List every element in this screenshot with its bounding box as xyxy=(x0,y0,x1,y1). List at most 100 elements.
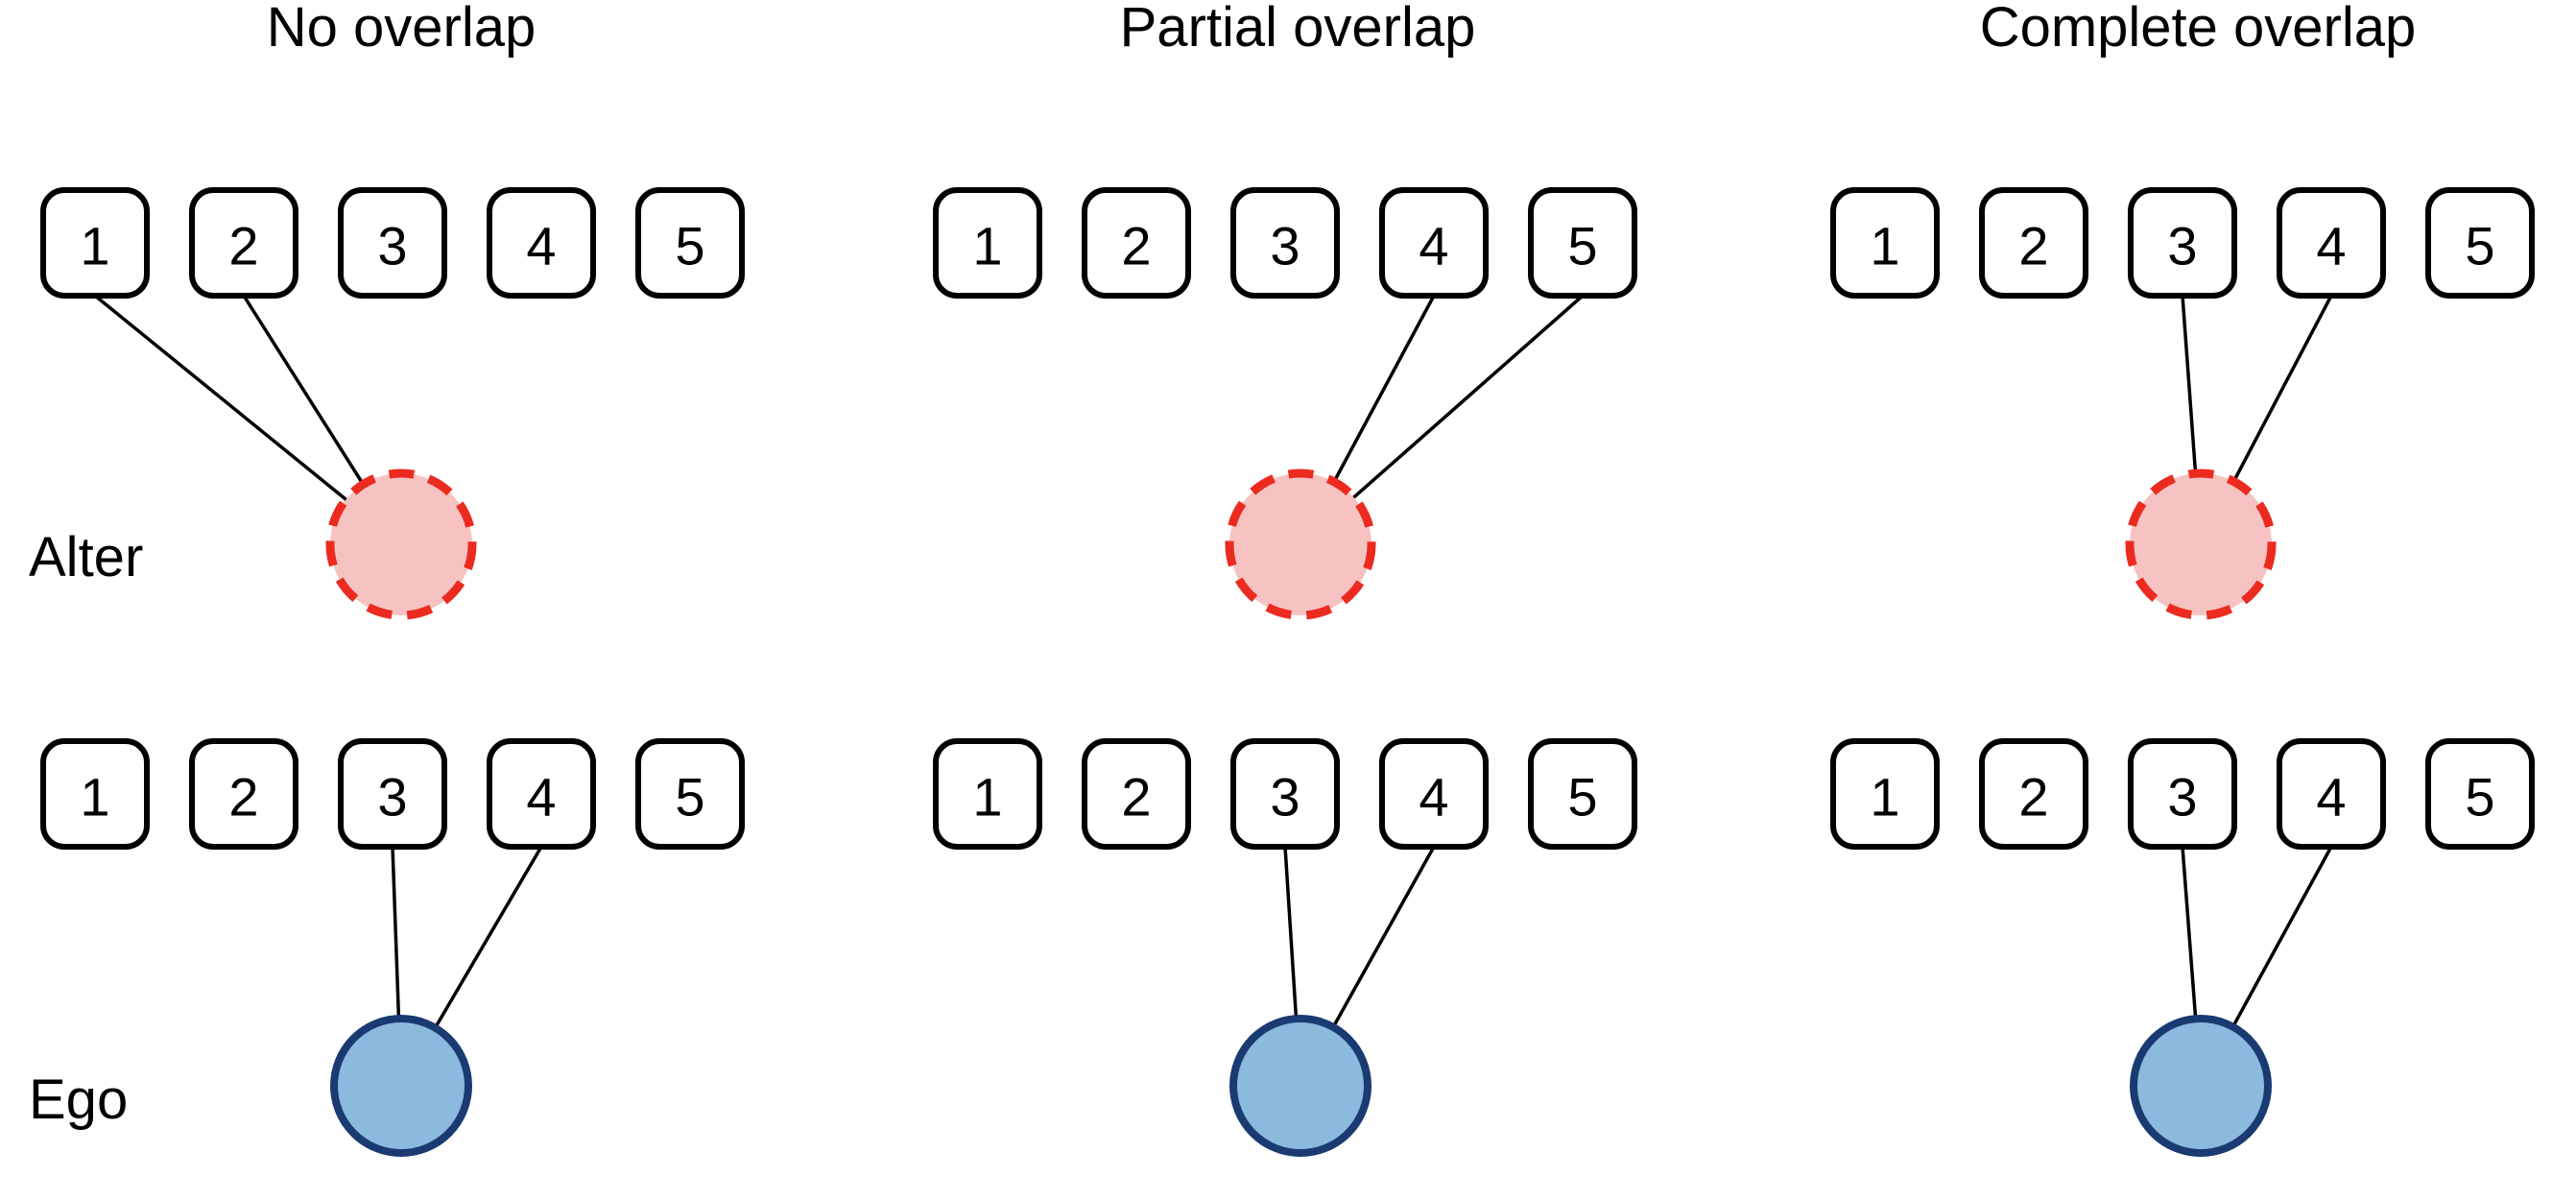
panel-title-complete-overlap: Complete overlap xyxy=(1980,0,2417,59)
box-1-ego-complete-overlap[interactable]: 1 xyxy=(1830,738,1940,850)
box-rect[interactable] xyxy=(1230,187,1340,299)
box-label: 3 xyxy=(377,767,407,828)
box-rect[interactable] xyxy=(2128,738,2237,850)
box-rect[interactable] xyxy=(2425,738,2535,850)
box-4-ego-complete-overlap[interactable]: 4 xyxy=(2277,738,2386,850)
box-rect[interactable] xyxy=(1082,187,1191,299)
edge-box5-to-alter xyxy=(1350,294,1585,500)
box-5-alter-no-overlap[interactable]: 5 xyxy=(635,187,745,299)
box-label: 1 xyxy=(972,767,1002,828)
box-2-ego-no-overlap[interactable]: 2 xyxy=(189,738,298,850)
box-rect[interactable] xyxy=(1230,738,1340,850)
box-4-alter-no-overlap[interactable]: 4 xyxy=(487,187,596,299)
ego-node-complete-overlap[interactable] xyxy=(2130,1015,2272,1157)
box-rect[interactable] xyxy=(1830,187,1940,299)
box-rect[interactable] xyxy=(40,187,150,299)
box-2-ego-partial-overlap[interactable]: 2 xyxy=(1082,738,1191,850)
box-rect[interactable] xyxy=(2277,738,2386,850)
box-rect[interactable] xyxy=(40,738,150,850)
box-label: 5 xyxy=(2465,216,2494,276)
box-label: 4 xyxy=(2316,216,2346,276)
box-rect[interactable] xyxy=(1528,738,1637,850)
box-label: 5 xyxy=(675,216,704,276)
ego-node-partial-overlap[interactable] xyxy=(1229,1015,1371,1157)
row-ego-partial-overlap: 1 2 3 4 5 xyxy=(933,738,1637,1157)
edges-ego-complete-overlap xyxy=(2181,846,2333,1030)
box-rect[interactable] xyxy=(635,738,745,850)
box-rect[interactable] xyxy=(189,738,298,850)
box-1-alter-complete-overlap[interactable]: 1 xyxy=(1830,187,1940,299)
box-rect[interactable] xyxy=(1528,187,1637,299)
box-rect[interactable] xyxy=(338,187,447,299)
edge-box4-to-alter xyxy=(2230,295,2333,485)
box-5-ego-no-overlap[interactable]: 5 xyxy=(635,738,745,850)
box-3-ego-no-overlap[interactable]: 3 xyxy=(338,738,447,850)
edge-box3-to-ego xyxy=(2181,846,2198,1021)
alter-node-no-overlap[interactable] xyxy=(325,468,477,620)
box-3-ego-partial-overlap[interactable]: 3 xyxy=(1230,738,1340,850)
box-label: 1 xyxy=(80,767,109,828)
edge-box4-to-ego xyxy=(432,846,543,1031)
box-label: 1 xyxy=(1870,767,1899,828)
box-label: 2 xyxy=(228,216,258,276)
box-rect[interactable] xyxy=(189,187,298,299)
box-rect[interactable] xyxy=(1979,738,2088,850)
box-2-alter-no-overlap[interactable]: 2 xyxy=(189,187,298,299)
box-4-ego-no-overlap[interactable]: 4 xyxy=(487,738,596,850)
box-3-alter-complete-overlap[interactable]: 3 xyxy=(2128,187,2237,299)
box-5-ego-complete-overlap[interactable]: 5 xyxy=(2425,738,2535,850)
box-label: 3 xyxy=(2167,767,2197,828)
panel-complete-overlap: Complete overlap 1 2 3 4 5 1 2 3 4 5 xyxy=(1830,0,2535,1157)
box-3-ego-complete-overlap[interactable]: 3 xyxy=(2128,738,2237,850)
box-4-alter-complete-overlap[interactable]: 4 xyxy=(2277,187,2386,299)
box-label: 1 xyxy=(80,216,109,276)
box-label: 2 xyxy=(2018,216,2048,276)
box-1-ego-partial-overlap[interactable]: 1 xyxy=(933,738,1042,850)
box-rect[interactable] xyxy=(1979,187,2088,299)
box-label: 5 xyxy=(1567,216,1597,276)
box-rect[interactable] xyxy=(2128,187,2237,299)
box-label: 2 xyxy=(1121,767,1151,828)
box-3-alter-no-overlap[interactable]: 3 xyxy=(338,187,447,299)
box-rect[interactable] xyxy=(635,187,745,299)
box-rect[interactable] xyxy=(1379,187,1489,299)
box-rect[interactable] xyxy=(487,738,596,850)
ego-node-no-overlap[interactable] xyxy=(330,1015,472,1157)
box-rect[interactable] xyxy=(2277,187,2386,299)
box-label: 3 xyxy=(1270,767,1300,828)
box-1-alter-no-overlap[interactable]: 1 xyxy=(40,187,150,299)
alter-node-partial-overlap[interactable] xyxy=(1225,468,1376,620)
edge-box4-to-ego xyxy=(1330,846,1436,1030)
box-label: 4 xyxy=(1419,216,1448,276)
box-rect[interactable] xyxy=(338,738,447,850)
edge-box1-to-alter xyxy=(93,294,349,502)
box-label: 4 xyxy=(2316,767,2346,828)
box-4-ego-partial-overlap[interactable]: 4 xyxy=(1379,738,1489,850)
box-rect[interactable] xyxy=(1379,738,1489,850)
box-1-ego-no-overlap[interactable]: 1 xyxy=(40,738,150,850)
box-3-alter-partial-overlap[interactable]: 3 xyxy=(1230,187,1340,299)
box-rect[interactable] xyxy=(933,187,1042,299)
box-label: 1 xyxy=(972,216,1002,276)
box-label: 2 xyxy=(2018,767,2048,828)
box-4-alter-partial-overlap[interactable]: 4 xyxy=(1379,187,1489,299)
box-rect[interactable] xyxy=(2425,187,2535,299)
alter-node-complete-overlap[interactable] xyxy=(2125,468,2277,620)
box-1-alter-partial-overlap[interactable]: 1 xyxy=(933,187,1042,299)
box-rect[interactable] xyxy=(933,738,1042,850)
box-2-ego-complete-overlap[interactable]: 2 xyxy=(1979,738,2088,850)
box-label: 4 xyxy=(1419,767,1448,828)
box-2-alter-complete-overlap[interactable]: 2 xyxy=(1979,187,2088,299)
edge-box4-to-ego xyxy=(2230,846,2333,1030)
box-5-ego-partial-overlap[interactable]: 5 xyxy=(1528,738,1637,850)
edge-box3-to-ego xyxy=(391,846,401,1021)
box-rect[interactable] xyxy=(487,187,596,299)
box-5-alter-partial-overlap[interactable]: 5 xyxy=(1528,187,1637,299)
box-rect[interactable] xyxy=(1830,738,1940,850)
box-rect[interactable] xyxy=(1082,738,1191,850)
box-5-alter-complete-overlap[interactable]: 5 xyxy=(2425,187,2535,299)
box-2-alter-partial-overlap[interactable]: 2 xyxy=(1082,187,1191,299)
